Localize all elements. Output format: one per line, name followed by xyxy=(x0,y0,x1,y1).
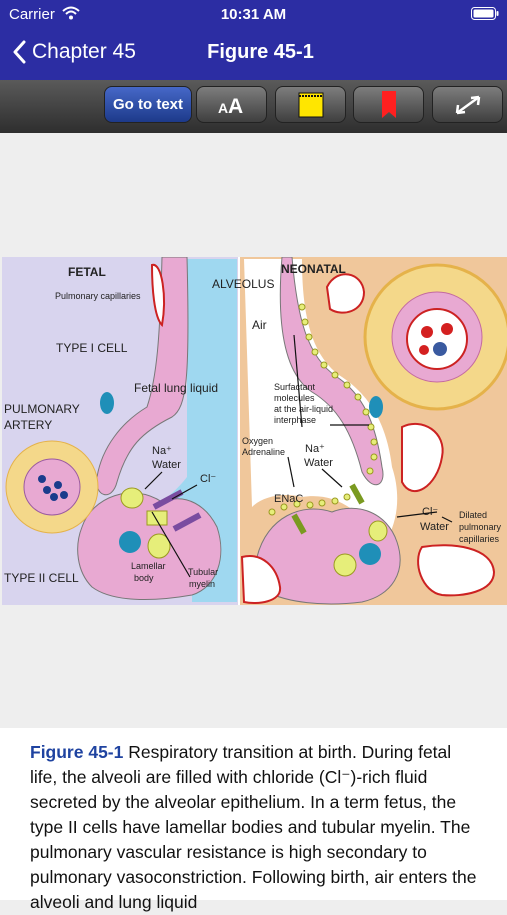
neonatal-capillary-3 xyxy=(417,544,496,597)
fetal-channel-1 xyxy=(152,489,184,510)
caption-text: Respiratory transition at birth. During … xyxy=(30,742,477,912)
fetal-type1-nucleus xyxy=(100,392,114,414)
label-cl-right: Cl⁻ xyxy=(422,506,438,518)
battery-icon xyxy=(471,7,499,24)
back-label: Chapter 45 xyxy=(32,40,136,63)
label-enac: ENaC xyxy=(274,493,303,505)
label-water-right-2: Water xyxy=(420,521,449,533)
neonatal-capillary-4 xyxy=(240,555,282,605)
label-alveolus: ALVEOLUS xyxy=(212,277,274,291)
note-button[interactable] xyxy=(275,86,346,123)
chevron-left-icon xyxy=(13,40,26,64)
neonatal-capillary-1 xyxy=(325,273,366,314)
status-time: 10:31 AM xyxy=(220,6,287,23)
label-oxygen: Oxygen xyxy=(242,436,273,446)
enac-channel xyxy=(291,513,307,535)
caption-panel: Figure 45-1 Respiratory transition at bi… xyxy=(0,728,507,912)
figure-caption: Figure 45-1 Respiratory transition at bi… xyxy=(30,740,480,915)
back-button[interactable]: Chapter 45 xyxy=(12,40,136,64)
navigation-bar: Chapter 45 Figure 45-1 xyxy=(0,28,507,80)
label-surfactant-3: at the air-liquid xyxy=(274,404,333,414)
wifi-icon xyxy=(62,6,80,24)
label-adrenaline: Adrenaline xyxy=(242,447,285,457)
figure-image[interactable]: FETAL NEONATAL ALVEOLUS Pulmonary capill… xyxy=(2,257,507,605)
label-type1: TYPE I CELL xyxy=(56,341,128,355)
neonatal-lamellar-body xyxy=(333,553,357,577)
figure-viewer[interactable]: FETAL NEONATAL ALVEOLUS Pulmonary capill… xyxy=(0,133,507,728)
fetal-nucleus xyxy=(119,531,141,553)
label-water-left: Water xyxy=(152,459,181,471)
label-air: Air xyxy=(252,318,267,332)
note-icon xyxy=(298,92,323,117)
label-fetal: FETAL xyxy=(68,265,106,279)
label-surfactant-4: interphase xyxy=(274,415,316,425)
svg-text:A: A xyxy=(218,100,228,116)
neonatal-capillary-2 xyxy=(401,422,444,493)
surfactant-dots xyxy=(268,303,378,516)
label-dilated: Dilated xyxy=(459,510,487,520)
fetal-type1-cell xyxy=(96,257,189,495)
fetal-lamellar-body-2 xyxy=(120,487,144,509)
label-type2: TYPE II CELL xyxy=(4,571,79,585)
label-body: body xyxy=(134,573,154,583)
neonatal-artery-lumen xyxy=(406,308,468,370)
label-water-right: Water xyxy=(304,457,333,469)
bookmark-button[interactable] xyxy=(353,86,424,123)
fetal-channel-2 xyxy=(172,512,202,532)
fetal-lamellar-body xyxy=(147,533,171,559)
neonatal-lamellar-body-2 xyxy=(368,520,388,542)
go-to-text-button[interactable]: Go to text xyxy=(104,86,192,123)
status-bar: Carrier 10:31 AM xyxy=(0,0,507,28)
tubular-myelin-box xyxy=(146,510,168,526)
bookmark-icon xyxy=(381,90,396,118)
label-pulmonary-capillaries: Pulmonary capillaries xyxy=(55,291,141,301)
page-title: Figure 45-1 xyxy=(207,41,314,63)
label-artery: ARTERY xyxy=(4,418,52,432)
label-na-right: Na⁺ xyxy=(305,443,325,455)
neonatal-channel xyxy=(349,483,365,505)
neonatal-nucleus xyxy=(359,543,381,565)
label-dilated-capillaries: capillaries xyxy=(459,534,500,544)
expand-icon xyxy=(455,95,480,114)
fullscreen-button[interactable] xyxy=(432,86,503,123)
label-cl-left: Cl⁻ xyxy=(200,473,216,485)
svg-text:A: A xyxy=(228,95,243,116)
label-myelin: myelin xyxy=(189,579,215,589)
label-neonatal: NEONATAL xyxy=(281,262,346,276)
label-fetal-liquid: Fetal lung liquid xyxy=(134,381,218,395)
caption-label: Figure 45-1 xyxy=(30,742,124,762)
carrier-label: Carrier xyxy=(9,6,55,23)
label-na-left: Na⁺ xyxy=(152,445,172,457)
label-lamellar: Lamellar xyxy=(131,561,166,571)
label-pulmonary: PULMONARY xyxy=(4,402,80,416)
label-surfactant-1: Surfactant xyxy=(274,382,316,392)
label-dilated-pulmonary: pulmonary xyxy=(459,522,502,532)
fetal-capillary xyxy=(150,263,165,328)
pulmonary-artery-lumen xyxy=(23,458,81,516)
label-tubular: Tubular xyxy=(188,567,218,577)
neonatal-type1-nucleus xyxy=(369,396,383,418)
label-surfactant-2: molecules xyxy=(274,393,315,403)
